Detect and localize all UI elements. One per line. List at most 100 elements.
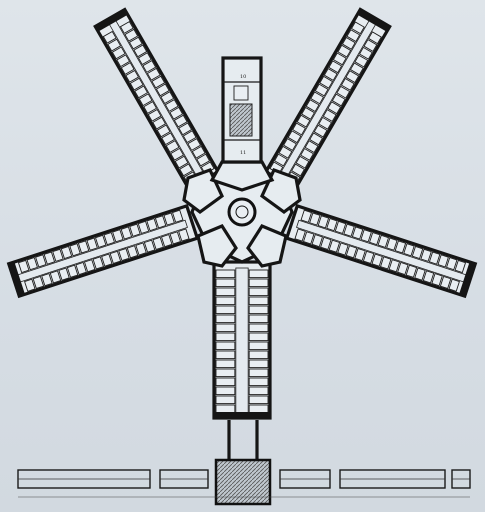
cell	[295, 155, 310, 169]
cell	[26, 257, 39, 271]
cell	[248, 323, 269, 333]
cell	[215, 323, 236, 333]
wing-end-wall	[95, 9, 128, 32]
cell	[133, 44, 148, 58]
cell	[215, 359, 236, 369]
cell	[169, 106, 184, 120]
cell	[109, 250, 122, 264]
cell	[354, 247, 366, 262]
cell	[215, 314, 236, 324]
cell	[49, 270, 62, 284]
cell	[101, 253, 113, 267]
cell	[143, 239, 156, 253]
cell	[152, 116, 167, 130]
cell	[248, 332, 269, 342]
cell	[351, 226, 364, 240]
cell	[92, 256, 105, 270]
cell	[215, 350, 236, 360]
cell	[301, 106, 316, 120]
cell	[445, 257, 458, 271]
cell	[75, 261, 87, 276]
cell	[58, 267, 70, 281]
cell	[215, 395, 236, 405]
cell	[302, 231, 315, 245]
wing-corridor	[108, 19, 206, 181]
cell	[300, 209, 313, 223]
wing-end-wall	[459, 261, 476, 297]
cell	[248, 386, 269, 396]
cell	[103, 231, 116, 246]
cell	[292, 122, 306, 136]
cell	[314, 83, 329, 97]
cell	[320, 236, 332, 251]
cell	[129, 77, 144, 91]
cell	[448, 278, 460, 292]
cell	[146, 67, 161, 81]
cell	[379, 256, 392, 270]
cell	[77, 240, 90, 254]
cell	[319, 75, 334, 89]
cell	[343, 223, 355, 237]
cell	[187, 137, 202, 151]
cell	[328, 239, 341, 253]
cell	[405, 264, 418, 278]
cell	[305, 99, 320, 113]
cell	[328, 60, 343, 74]
cell	[151, 75, 166, 89]
cell	[248, 305, 269, 315]
cell	[215, 269, 236, 279]
cell	[377, 234, 390, 248]
cell	[291, 163, 305, 177]
cell	[294, 228, 306, 242]
wing-end-wall	[8, 261, 25, 297]
cell	[111, 46, 126, 60]
cell	[318, 116, 333, 130]
cell	[397, 261, 409, 276]
cell	[341, 36, 356, 50]
cell	[124, 28, 139, 42]
cell	[215, 404, 236, 414]
wing-corridor	[235, 267, 249, 415]
cell	[215, 377, 236, 387]
cell	[138, 93, 153, 107]
cell	[283, 138, 297, 151]
cell	[431, 273, 443, 287]
cell	[94, 234, 107, 248]
cell	[278, 145, 293, 159]
cell	[363, 39, 378, 52]
cell	[337, 44, 352, 58]
cell	[248, 341, 269, 351]
cell	[32, 275, 45, 290]
cell	[128, 36, 143, 50]
cell	[215, 368, 236, 378]
cell	[313, 124, 328, 138]
cell	[386, 237, 398, 251]
cell	[134, 85, 149, 99]
cell	[350, 21, 365, 35]
cell	[116, 54, 131, 68]
cell	[164, 98, 179, 112]
cell	[248, 350, 269, 360]
cell	[322, 109, 337, 123]
cell	[41, 273, 53, 287]
cell	[368, 231, 381, 246]
cell	[215, 386, 236, 396]
cell	[147, 108, 162, 122]
cell	[437, 254, 449, 268]
cell	[191, 145, 206, 159]
cell	[323, 68, 338, 81]
chapel-block: 10 11	[221, 56, 263, 164]
cell	[160, 91, 175, 105]
cell	[126, 245, 139, 259]
cell	[174, 155, 189, 169]
cell	[107, 38, 122, 52]
cell	[118, 247, 130, 262]
chapel-label-top: 10	[240, 74, 246, 80]
cell	[414, 267, 426, 281]
cell	[24, 278, 36, 292]
cell	[215, 278, 236, 288]
cell	[154, 215, 167, 229]
cell	[311, 233, 324, 248]
cell	[66, 264, 79, 278]
cell	[129, 223, 141, 237]
